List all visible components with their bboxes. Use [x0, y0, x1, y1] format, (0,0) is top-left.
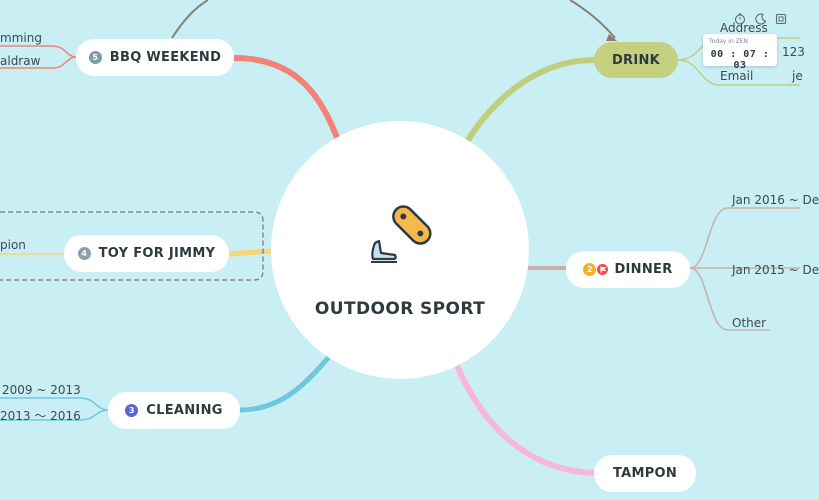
connector-bbq	[231, 55, 341, 143]
topic-cleaning[interactable]: 3 CLEANING	[108, 392, 240, 429]
zen-timer-time: 00 : 07 : 03	[710, 49, 770, 71]
skateboard-icon	[371, 205, 432, 263]
topic-label: TAMPON	[612, 466, 678, 481]
connector-bbq-leaves	[0, 45, 77, 69]
topic-tampon[interactable]: TAMPON	[594, 455, 696, 492]
zen-timer-label: Today in ZEN	[709, 38, 749, 45]
subtopic-drink-email-value[interactable]: je	[792, 69, 803, 83]
topic-toy-for-jimmy[interactable]: 4 TOY FOR JIMMY	[64, 235, 229, 272]
connector-tampon	[455, 365, 599, 476]
topic-label: CLEANING	[146, 403, 223, 418]
connector-arrow-drink	[569, 0, 616, 39]
connector-offscreen-left	[171, 0, 209, 39]
topic-drink[interactable]: DRINK	[594, 42, 678, 78]
connector-cleaning-leaves	[0, 397, 109, 421]
flag-icon	[597, 264, 609, 275]
connector-drink	[465, 57, 597, 143]
subtopic-bbq-1[interactable]: mming	[0, 31, 42, 45]
topic-dinner[interactable]: 2 DINNER	[566, 251, 690, 288]
subtopic-drink-value[interactable]: 123	[782, 45, 805, 59]
connector-dinner-leaves	[689, 207, 800, 331]
topic-bbq-weekend[interactable]: 5 BBQ WEEKEND	[76, 39, 234, 76]
subtopic-bbq-2[interactable]: aldraw	[0, 54, 41, 68]
priority-badge: 4	[77, 247, 91, 260]
connector-cleaning	[237, 355, 331, 413]
arrow-head-drink	[606, 34, 617, 41]
central-topic[interactable]: OUTDOOR SPORT	[271, 121, 529, 379]
subtopic-drink-email[interactable]: Email	[720, 69, 754, 83]
subtopic-toy-1[interactable]: pion	[0, 238, 26, 252]
priority-badge: 5	[88, 51, 102, 64]
subtopic-drink-address[interactable]: Address	[720, 21, 768, 35]
zen-timer-popup: Today in ZEN 00 : 07 : 03	[703, 34, 777, 71]
subtopic-dinner-2[interactable]: Jan 2015 ~ De	[732, 263, 819, 277]
connector-toy	[228, 248, 273, 257]
central-topic-title: OUTDOOR SPORT	[314, 299, 486, 319]
priority-badge: 2	[583, 263, 597, 276]
subtopic-dinner-other[interactable]: Other	[732, 316, 767, 330]
subtopic-cleaning-2[interactable]: 2013 ～ 2016	[0, 409, 81, 423]
timer-icon[interactable]	[733, 12, 747, 26]
topic-label: DINNER	[614, 262, 673, 277]
topic-label: DRINK	[611, 52, 661, 68]
subtopic-dinner-1[interactable]: Jan 2016 ~ De	[732, 193, 819, 207]
subtopic-cleaning-1[interactable]: 2009 ~ 2013	[2, 383, 81, 397]
dark-mode-icon[interactable]	[754, 12, 768, 26]
priority-badge: 3	[125, 404, 139, 417]
fullscreen-icon[interactable]	[774, 12, 788, 26]
topic-label: BBQ WEEKEND	[109, 50, 222, 65]
topic-label: TOY FOR JIMMY	[98, 246, 216, 261]
toy-boundary	[0, 211, 264, 281]
